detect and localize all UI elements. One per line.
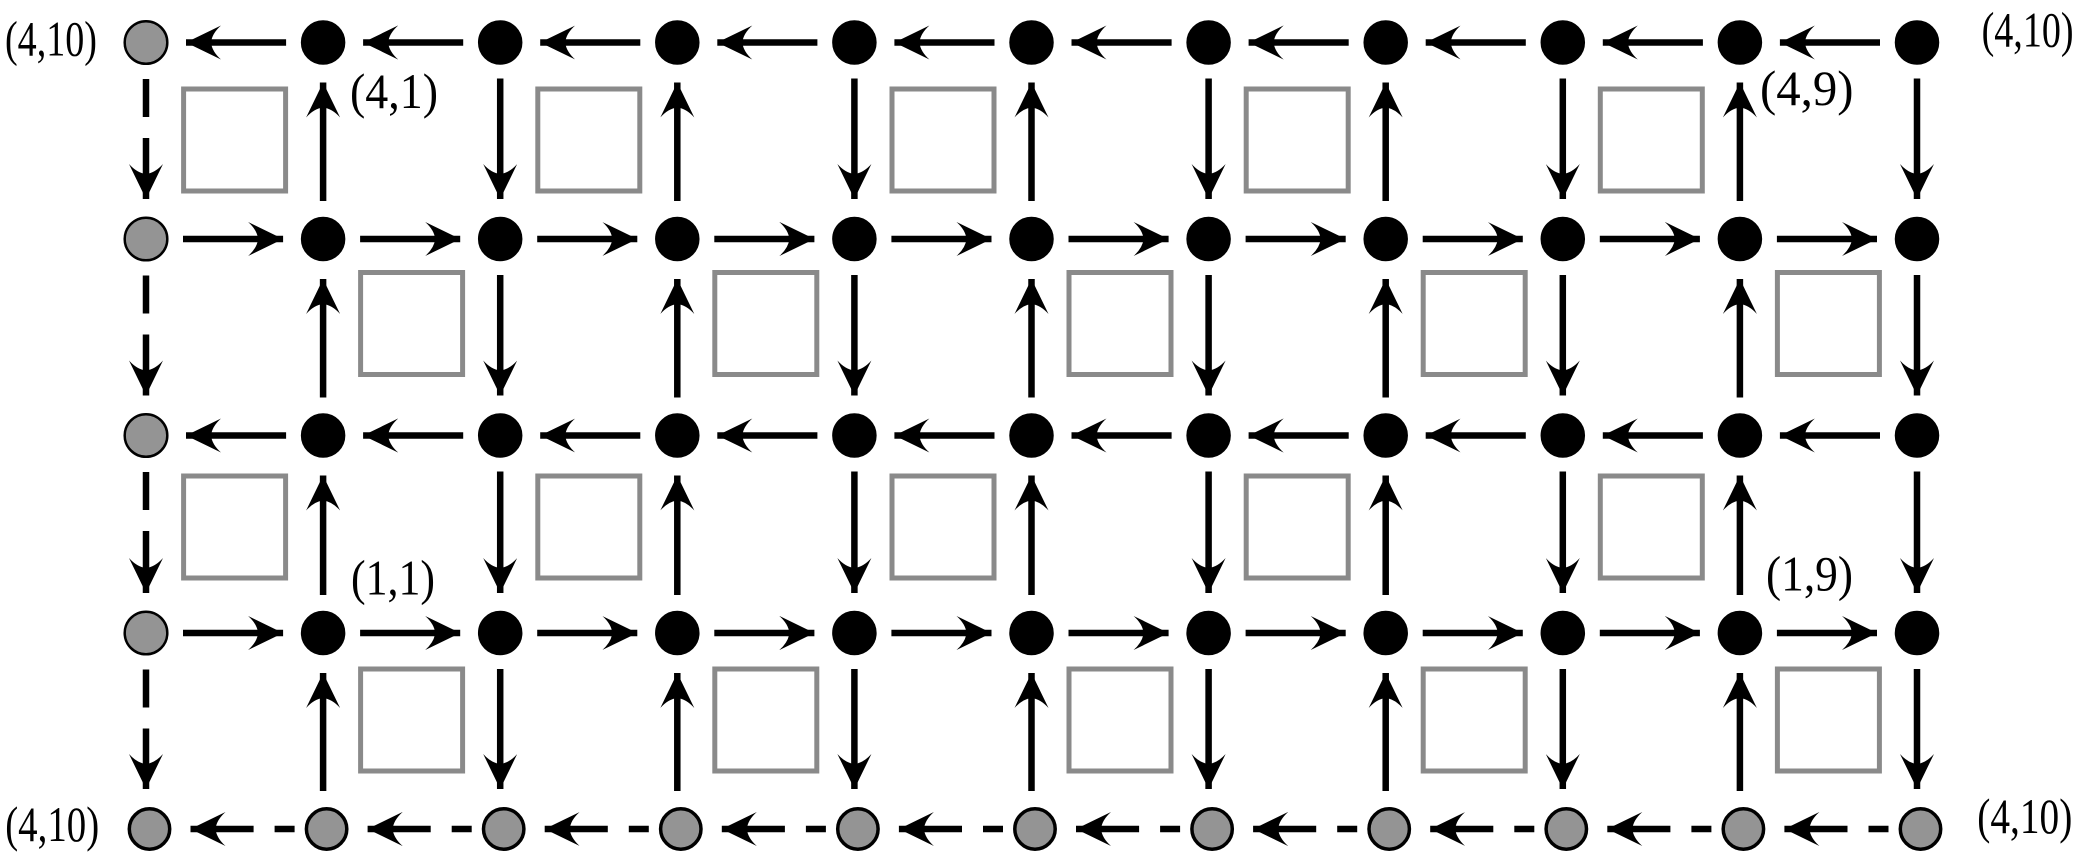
- svg-text:(4,9): (4,9): [1760, 60, 1854, 116]
- svg-text:(4,10): (4,10): [5, 796, 99, 852]
- svg-text:(4,10): (4,10): [5, 11, 97, 67]
- svg-text:(1,9): (1,9): [1766, 546, 1853, 602]
- svg-text:(4,1): (4,1): [350, 63, 438, 119]
- svg-text:(4,10): (4,10): [1977, 788, 2072, 844]
- svg-text:(4,10): (4,10): [1982, 1, 2074, 57]
- svg-text:(1,1): (1,1): [351, 550, 435, 606]
